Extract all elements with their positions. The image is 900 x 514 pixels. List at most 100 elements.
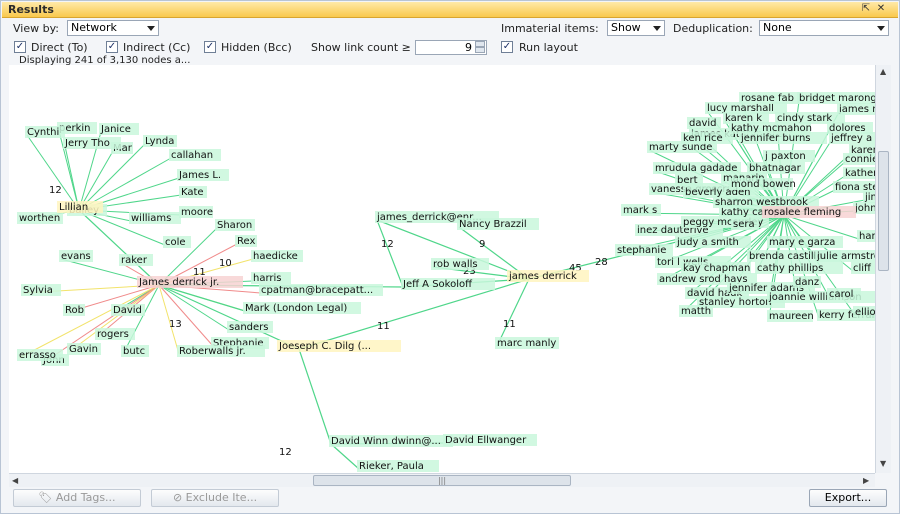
graph-edge (496, 278, 530, 347)
node-label: fiona stewart (835, 182, 875, 193)
indirect-checkbox[interactable]: ✓ (106, 41, 118, 53)
node-label-bg (177, 169, 229, 181)
node-label-bg (829, 132, 875, 144)
graph-edge (26, 134, 80, 211)
direct-checkbox[interactable]: ✓ (14, 41, 26, 53)
node-label-bg (857, 230, 875, 242)
node-label: David Winn dwinn@... (331, 436, 441, 447)
pin-icon[interactable]: ⇱ (861, 3, 871, 14)
immaterial-label: Immaterial items: (501, 22, 599, 35)
hub-node-label: rosalee fleming (764, 207, 841, 218)
node-label-bg (729, 122, 811, 134)
stepper-down-icon[interactable] (475, 47, 485, 53)
node-label-bg (111, 304, 145, 316)
node-label-bg (713, 196, 819, 208)
scroll-left-icon[interactable]: ◀ (12, 476, 19, 485)
node-label-bg (457, 218, 539, 230)
node-label: sera (733, 219, 755, 230)
hub-node-label-bg (137, 276, 243, 288)
node-label-bg (63, 304, 85, 316)
node-label: kathy mcmahon (731, 123, 812, 134)
edge-count-label: 23 (463, 266, 476, 277)
node-label: Rieker, Paula (359, 461, 424, 472)
node-label-bg (235, 235, 257, 247)
node-label-bg (431, 258, 489, 270)
node-label-bg (863, 191, 875, 203)
node-label: katherine brown (845, 168, 875, 179)
node-label-bg (763, 150, 815, 162)
node-label: cindy stark (777, 113, 832, 124)
graph-edge (122, 284, 160, 355)
tag-icon: 🏷 (38, 491, 53, 504)
node-label-bg (401, 278, 495, 290)
node-label: Kate (181, 187, 204, 198)
node-label-bg (169, 149, 221, 161)
close-icon[interactable]: ✕ (876, 3, 886, 14)
node-label: perkin (59, 123, 91, 134)
node-label-bg (851, 262, 875, 274)
exclude-items-button[interactable]: ⊘ Exclude Ite... (151, 489, 279, 507)
node-label: jim fallon (864, 192, 875, 203)
node-label: marty sunde (649, 142, 712, 153)
horizontal-scrollbar[interactable]: ◀ ||| ▶ (9, 473, 875, 487)
scroll-down-icon[interactable]: ▼ (880, 459, 887, 468)
graph-edge (298, 278, 530, 350)
dedup-value: None (763, 21, 792, 34)
node-label-bg (143, 135, 177, 147)
node-label-bg (227, 321, 273, 333)
hub-node-label: Lillian (59, 202, 88, 213)
hidden-checkbox[interactable]: ✓ (204, 41, 216, 53)
vertical-scroll-thumb[interactable] (878, 151, 889, 271)
immaterial-select[interactable]: Show (607, 20, 665, 36)
node-label-bg (827, 288, 861, 300)
node-label: Sylvia (23, 285, 53, 296)
node-label: bert (677, 175, 698, 186)
view-by-select[interactable]: Network (67, 20, 159, 36)
graph-edge (158, 227, 218, 286)
graph-edge (158, 284, 214, 347)
link-count-stepper[interactable]: 9 (415, 40, 487, 55)
node-label: carol (829, 289, 853, 300)
node-label: errasso (19, 350, 56, 361)
scroll-right-icon[interactable]: ▶ (863, 476, 870, 485)
node-label-bg (243, 302, 361, 314)
node-label-bg (621, 204, 661, 216)
node-label: moore (181, 207, 213, 218)
node-label: connie blackwood (845, 154, 875, 165)
dedup-select[interactable]: None (759, 20, 889, 36)
scroll-up-icon[interactable]: ▲ (880, 67, 887, 76)
status-text: Displaying 241 of 3,130 nodes a... (19, 55, 191, 66)
add-tags-label: Add Tags... (55, 491, 116, 504)
node-label: cathy phillips (757, 263, 823, 274)
node-label: rob walls (433, 259, 478, 270)
direct-label: Direct (To) (31, 41, 88, 54)
node-label: Nancy Brazzil (459, 219, 527, 230)
graph-edge (78, 209, 160, 286)
run-layout-checkbox[interactable]: ✓ (501, 41, 513, 53)
add-tags-button[interactable]: 🏷 Add Tags... (13, 489, 141, 507)
title-bar: Results ⇱ ✕ (2, 2, 898, 18)
chevron-down-icon (147, 26, 155, 31)
hub-node-label-bg (57, 201, 103, 213)
indirect-label: Indirect (Cc) (123, 41, 191, 54)
node-label: j paxton (764, 151, 806, 162)
export-button[interactable]: Export... (809, 489, 887, 507)
vertical-scrollbar[interactable]: ▲ ▼ (875, 65, 891, 473)
node-label-bg (215, 219, 255, 231)
node-label: jennifer burns (740, 133, 811, 144)
stepper-up-icon[interactable] (475, 41, 485, 47)
chevron-down-icon (653, 26, 661, 31)
node-label: Jerry Tho (64, 138, 110, 149)
node-label-bg (21, 284, 61, 296)
node-label: Janice (100, 124, 131, 135)
node-label: james m bannan (838, 104, 875, 115)
node-label-bg (67, 343, 101, 355)
node-label-bg (95, 328, 135, 340)
node-label: raker (121, 255, 148, 266)
horizontal-scroll-thumb[interactable]: ||| (313, 475, 571, 486)
node-label-bg (329, 435, 453, 447)
hub-node-label: James derrick jr. (138, 277, 219, 288)
